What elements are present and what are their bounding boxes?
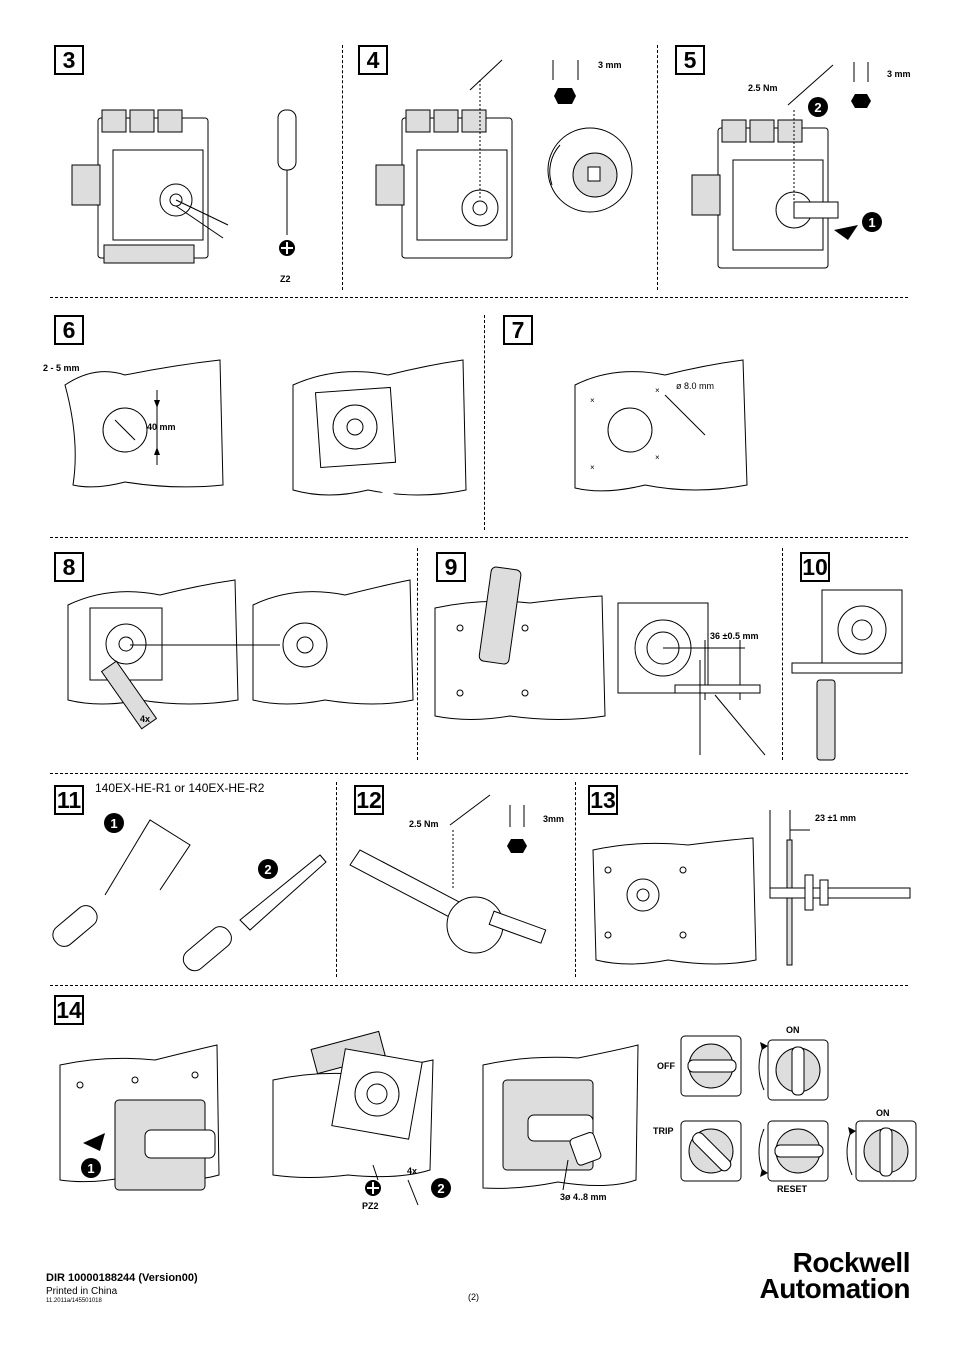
step-14-callout-2: 2 [431, 1178, 451, 1198]
print-code: 11.2011a/145501018 [46, 1298, 102, 1304]
step-4-breaker-illustration [375, 59, 513, 259]
hacksaw-illustration [52, 819, 191, 947]
rotate-arrow-on-2 [846, 1127, 856, 1176]
step-4-number: 4 [358, 45, 388, 75]
step-6-flange-illustration [292, 359, 467, 513]
step-14-padlock-illustration [482, 1044, 639, 1191]
divider-8-9 [417, 548, 418, 760]
step-5-hex-key-icon [851, 62, 871, 108]
step-13-dim-label: 23 ±1 mm [815, 813, 856, 823]
step-12-dim-label: 3mm [543, 814, 565, 824]
step-14-count-label: 4x [407, 1166, 418, 1176]
divider-12-13 [575, 782, 576, 977]
hex-key-size-icon [552, 60, 579, 104]
step-14-handle-mount-illustration [59, 1044, 220, 1191]
step-10-number: 10 [800, 552, 830, 582]
step-13-number: 13 [588, 785, 618, 815]
divider-9-10 [782, 548, 783, 760]
brand-line1: Rockwell [792, 1247, 911, 1278]
step-11-number: 11 [54, 785, 84, 815]
divider-4-5 [657, 45, 658, 290]
divider-11-12 [336, 782, 337, 977]
step-9-dim-label: 36 ±0.5 mm [710, 631, 759, 641]
rotate-arrow-on [758, 1042, 768, 1091]
step-5-callout-1: 1 [862, 212, 882, 232]
step-6-number: 6 [54, 315, 84, 345]
screwdriver-illustration [277, 109, 297, 256]
step-7-panel-illustration: × × × × [574, 359, 748, 492]
step-12-number: 12 [354, 785, 384, 815]
on-label-1: ON [786, 1025, 800, 1035]
switch-off-position [680, 1035, 742, 1097]
step-9-number: 9 [436, 552, 466, 582]
step-5-dim-label: 3 mm [887, 69, 911, 79]
divider-row1 [50, 297, 908, 298]
step-8-detail-illustration [130, 579, 414, 705]
svg-text:×: × [590, 396, 595, 405]
divider-row2 [50, 537, 908, 538]
switch-reset-position [767, 1120, 829, 1182]
step-6-thickness-label: 2 - 5 mm [43, 363, 80, 373]
step-13-side-illustration [769, 810, 911, 966]
reset-label: RESET [777, 1184, 808, 1194]
page-number: (2) [468, 1292, 479, 1302]
step-12-hex-key-icon [507, 805, 527, 853]
step-14-callout-1: 1 [81, 1158, 101, 1178]
doc-id: DIR 10000188244 (Version00) [46, 1272, 198, 1284]
divider-6-7 [484, 315, 485, 530]
step-10-flange-illustration [791, 589, 903, 761]
switch-trip-position [680, 1120, 742, 1182]
step-6-panel-illustration [64, 359, 224, 488]
step-11-callout-1: 1 [104, 813, 124, 833]
step-8-flange-illustration [67, 579, 239, 730]
off-label: OFF [657, 1061, 675, 1071]
step-14-bit-label: PZ2 [362, 1201, 379, 1211]
divider-row4 [50, 985, 908, 986]
step-14-flange-screws-illustration [272, 1030, 434, 1206]
step-14-number: 14 [54, 995, 84, 1025]
step-8-number: 8 [54, 552, 84, 582]
svg-text:×: × [590, 463, 595, 472]
step-8-count-label: 4x [140, 714, 151, 724]
brand-logo: Rockwell Automation [700, 1247, 911, 1304]
step-5-torque-label: 2.5 Nm [748, 83, 778, 93]
switch-on-position-2 [855, 1120, 917, 1182]
printed-in: Printed in China [46, 1286, 118, 1297]
step-12-shaft-illustration [349, 794, 547, 954]
step-5-breaker-illustration [691, 64, 858, 269]
step-7-number: 7 [503, 315, 533, 345]
divider-3-4 [342, 45, 343, 290]
step-4-dim-label: 3 mm [598, 60, 622, 70]
step-13-panel-illustration [592, 837, 757, 965]
step-9-measure-illustration [617, 602, 766, 756]
pz2-bit-icon [365, 1180, 381, 1196]
svg-text:×: × [655, 453, 660, 462]
switch-on-position [767, 1039, 829, 1101]
step-11-callout-2: 2 [258, 859, 278, 879]
step-7-drill-label: ø 8.0 mm [676, 381, 715, 391]
trip-label: TRIP [653, 1126, 674, 1136]
svg-text:×: × [655, 386, 660, 395]
divider-row3 [50, 773, 908, 774]
file-tool-illustration [182, 854, 327, 972]
brand-line2: Automation [759, 1273, 910, 1304]
rotate-arrow-reset [758, 1128, 768, 1177]
step-12-torque-label: 2.5 Nm [409, 819, 439, 829]
step-6-distance-label: 40 mm [147, 422, 176, 432]
step-9-gasket-illustration [434, 566, 606, 720]
step-4-detail-circle [547, 127, 633, 213]
step-3-number: 3 [54, 45, 84, 75]
step-5-number: 5 [675, 45, 705, 75]
step-5-callout-2: 2 [808, 97, 828, 117]
step-3-breaker-illustration [71, 109, 229, 264]
step-3-bit-label: Z2 [280, 274, 291, 284]
step-14-lock-label: 3ø 4..8 mm [560, 1192, 607, 1202]
step-11-part-label: 140EX-HE-R1 or 140EX-HE-R2 [95, 781, 265, 795]
on-label-2: ON [876, 1108, 890, 1118]
